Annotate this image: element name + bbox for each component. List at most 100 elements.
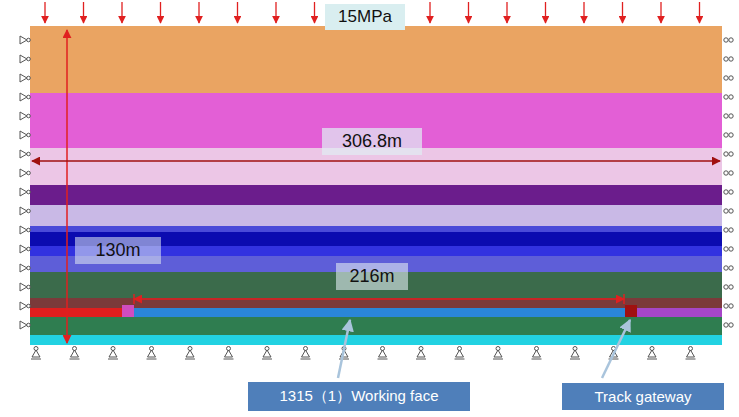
dimension-label: 216m (336, 263, 408, 290)
roller-support (724, 228, 728, 232)
callout-box: Track gateway (562, 383, 724, 410)
label-text: 130m (95, 240, 140, 261)
roller-support (109, 350, 117, 357)
roller-support (20, 226, 27, 234)
roller-support (729, 171, 733, 175)
roller-support (729, 304, 733, 308)
roller-support (493, 359, 503, 360)
label-text: 1315（1）Working face (280, 387, 439, 406)
callout-box: 1315（1）Working face (248, 382, 470, 411)
load-arrow (237, 2, 238, 23)
load-arrow (275, 2, 276, 23)
roller-support (456, 350, 464, 357)
roller-support (27, 209, 31, 213)
roller-support (729, 38, 733, 42)
roller-support (262, 359, 272, 360)
roller-support (185, 359, 195, 360)
roller-support (27, 133, 31, 137)
roller-support (27, 304, 31, 308)
roller-support (27, 114, 31, 118)
roller-support (533, 350, 541, 357)
load-arrow (622, 2, 623, 23)
roller-support (724, 152, 728, 156)
roller-support (27, 57, 31, 61)
roller-support (570, 359, 580, 360)
roller-support (27, 95, 31, 99)
roller-support (108, 359, 118, 360)
roller-support (494, 350, 502, 357)
label-text: 306.8m (342, 131, 402, 152)
roller-support (378, 359, 388, 360)
roller-support (724, 247, 728, 251)
roller-support (27, 266, 31, 270)
label-text: 15MPa (338, 7, 392, 27)
roller-support (416, 359, 426, 360)
roller-support (648, 350, 656, 357)
roller-support (724, 171, 728, 175)
roller-support (224, 359, 234, 360)
load-arrow (429, 2, 430, 23)
roller-support (729, 209, 733, 213)
load-arrow (314, 2, 315, 23)
roller-support (729, 266, 733, 270)
roller-support (20, 169, 27, 177)
load-arrow (545, 2, 546, 23)
roller-support (20, 302, 27, 310)
load-label: 15MPa (325, 4, 405, 30)
roller-support (302, 350, 310, 357)
roller-support (20, 207, 27, 215)
roller-support (724, 114, 728, 118)
roller-support (417, 350, 425, 357)
roller-support (647, 359, 657, 360)
roller-support (27, 323, 31, 327)
roller-support (263, 350, 271, 357)
roller-support (729, 190, 733, 194)
dimension-label: 306.8m (322, 128, 422, 155)
roller-support (27, 285, 31, 289)
roller-support (455, 359, 465, 360)
roller-support (71, 350, 79, 357)
roller-support (729, 57, 733, 61)
load-arrow (121, 2, 122, 23)
roller-support (729, 247, 733, 251)
roller-support (686, 359, 696, 360)
roller-support (27, 38, 31, 42)
load-arrow (83, 2, 84, 23)
roller-support (27, 247, 31, 251)
roller-support (339, 359, 349, 360)
roller-support (379, 350, 387, 357)
roller-support (20, 93, 27, 101)
load-arrow (660, 2, 661, 23)
roller-support (147, 359, 157, 360)
rock-strata (30, 26, 722, 345)
roller-support (724, 133, 728, 137)
load-arrow (198, 2, 199, 23)
roller-support (729, 152, 733, 156)
roller-support (31, 359, 41, 360)
roller-support (20, 55, 27, 63)
roller-support (20, 131, 27, 139)
load-arrow (583, 2, 584, 23)
roller-support (724, 266, 728, 270)
roller-support (729, 285, 733, 289)
supports (20, 36, 733, 359)
roller-support (20, 283, 27, 291)
load-arrow (160, 2, 161, 23)
roller-support (148, 350, 156, 357)
dimension-label: 130m (75, 237, 161, 264)
roller-support (20, 321, 27, 329)
roller-support (20, 150, 27, 158)
roller-support (724, 57, 728, 61)
label-text: 216m (349, 266, 394, 287)
leader-lines (338, 320, 630, 378)
roller-support (724, 209, 728, 213)
roller-support (724, 76, 728, 80)
roller-support (20, 264, 27, 272)
roller-support (724, 95, 728, 99)
roller-support (20, 188, 27, 196)
roller-support (687, 350, 695, 357)
roller-support (724, 38, 728, 42)
roller-support (27, 76, 31, 80)
roller-support (532, 359, 542, 360)
label-text: Track gateway (595, 388, 692, 405)
